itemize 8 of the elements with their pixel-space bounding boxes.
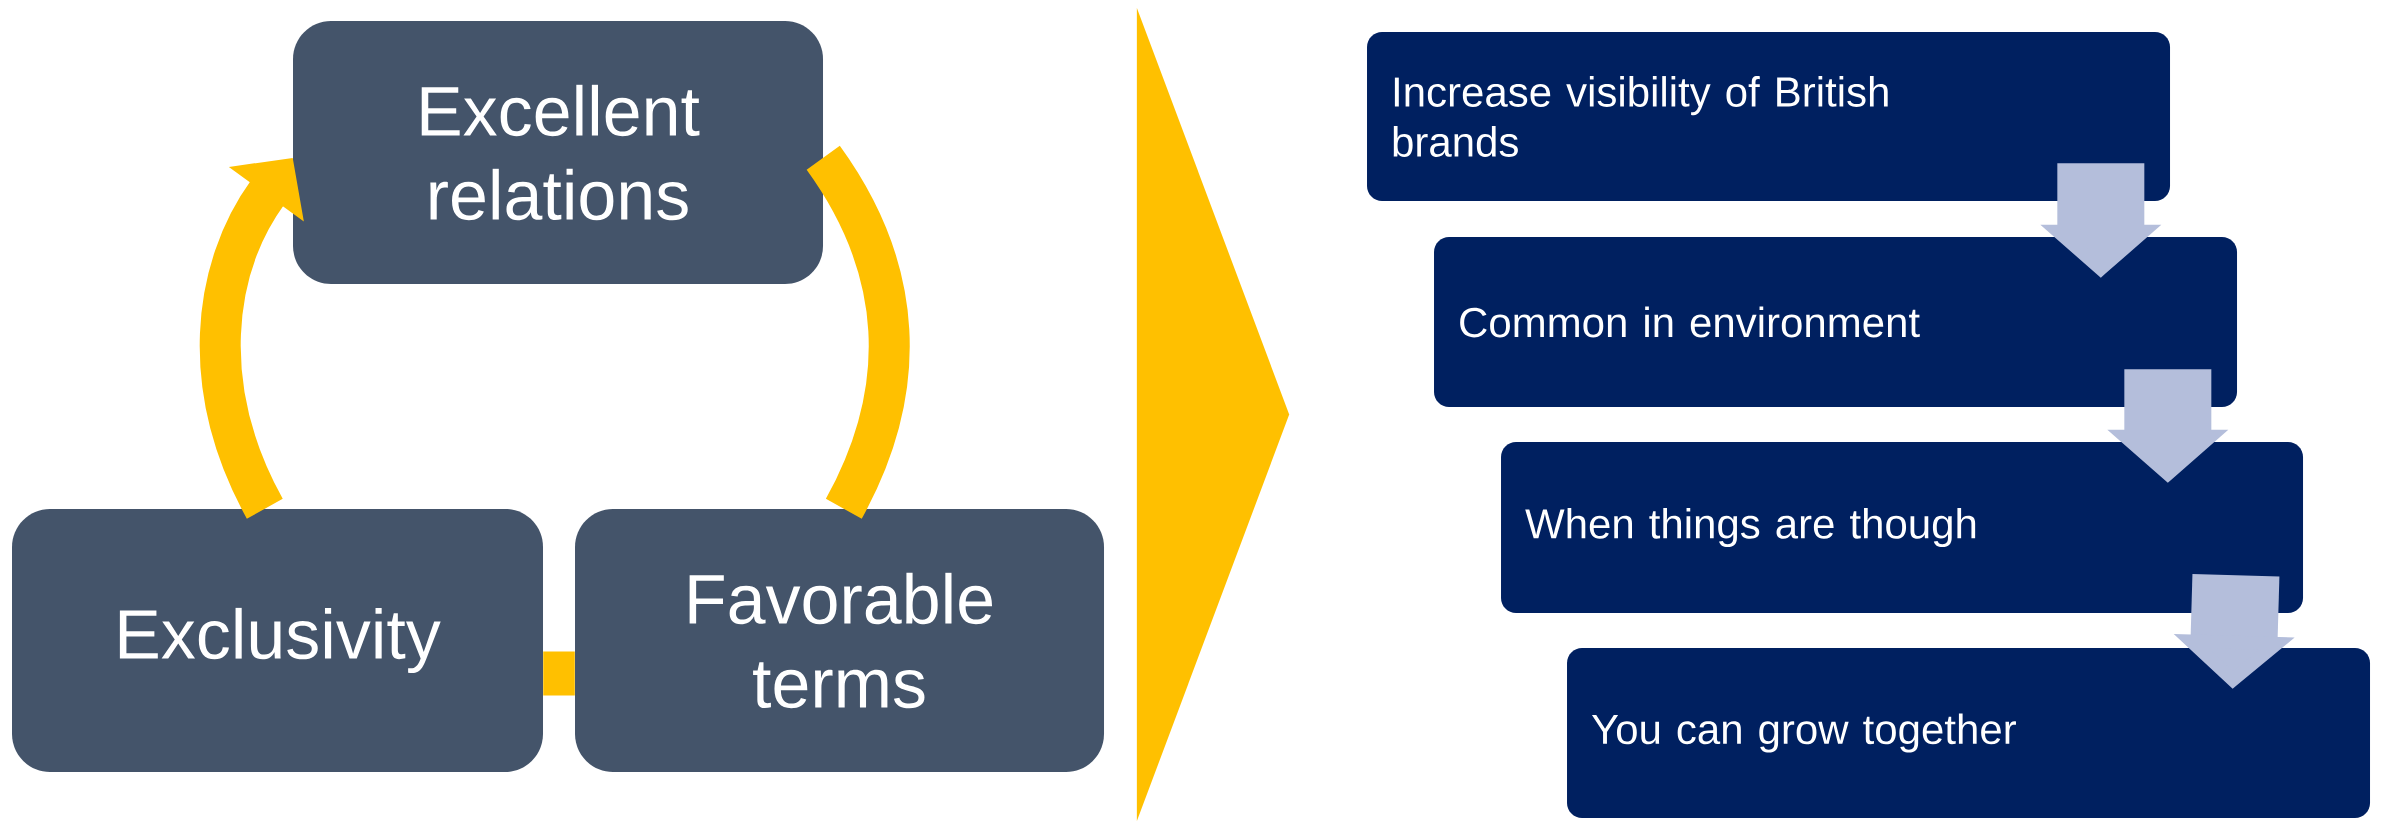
cycle-box: Excellent relations xyxy=(293,21,823,284)
step-box: Common in environment xyxy=(1434,237,2238,407)
triangle-pointer xyxy=(1136,7,1290,822)
cycle-box: Exclusivity xyxy=(12,509,543,772)
step-box: You can grow together xyxy=(1567,648,2371,818)
step-box: When things are though xyxy=(1501,442,2304,613)
step-box: Increase visibility of British brands xyxy=(1367,32,2171,201)
cycle-box: Favorable terms xyxy=(575,509,1104,772)
